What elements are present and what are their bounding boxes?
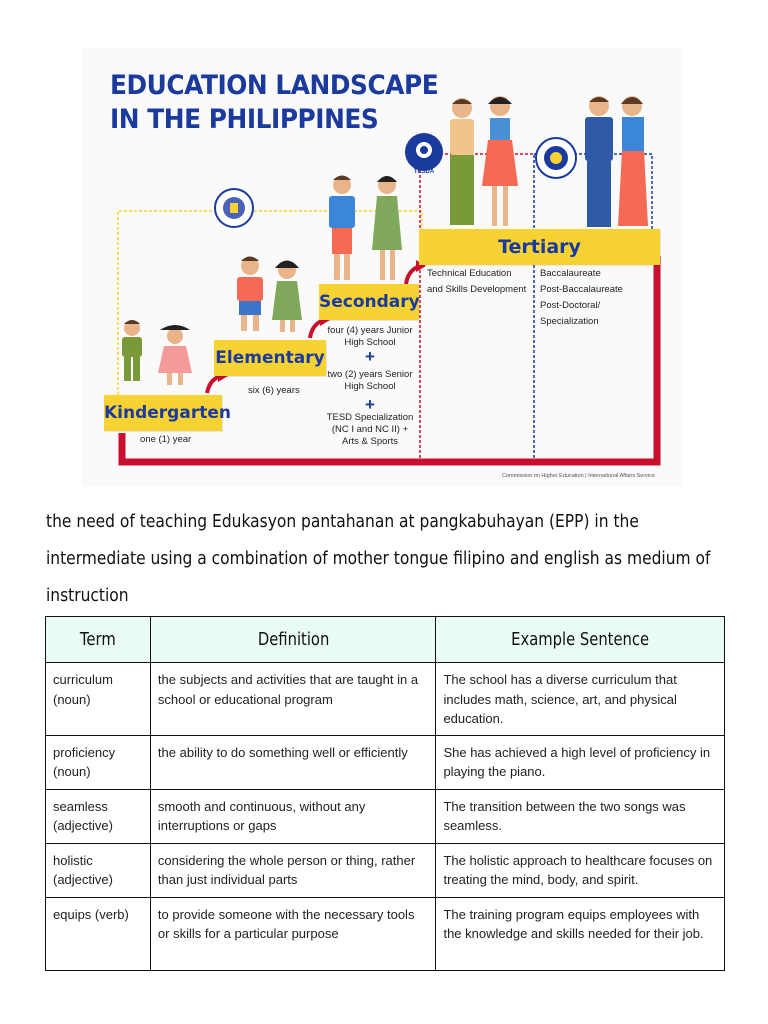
degree-item: Post-Baccalaureate <box>540 284 623 295</box>
definition-cell: considering the whole person or thing, r… <box>149 842 437 898</box>
ched-credit: Commission on Higher Education | Interna… <box>502 473 655 479</box>
kindergarten-children-illustration <box>122 320 192 385</box>
term-cell: equips (verb) <box>45 896 151 971</box>
progression-path <box>118 256 661 466</box>
technical-education-note: Technical Education and Skills Developme… <box>427 268 527 295</box>
example-cell: She has achieved a high level of profici… <box>435 734 725 790</box>
degree-item: Specialization <box>540 316 599 327</box>
senior-high-note: two (2) years Senior High School <box>327 369 413 392</box>
definition-cell: to provide someone with the necessary to… <box>149 896 437 971</box>
tesda-logo-icon <box>405 133 443 171</box>
plus-icon: + <box>365 395 375 414</box>
table-header-row: Term Definition Example Sentence <box>45 616 725 663</box>
infographic-graphics <box>117 96 661 466</box>
secondary-students-illustration <box>329 175 402 280</box>
table-row: curriculum (noun) the subjects and activ… <box>45 662 725 736</box>
kindergarten-duration: one (1) year <box>140 434 192 445</box>
term-cell: proficiency (noun) <box>45 734 151 790</box>
junior-high-note: four (4) years Junior High School <box>327 325 413 348</box>
tesd-specialization-note: TESD Specialization (NC I and NC II) + A… <box>326 412 414 447</box>
header-definition: Definition <box>149 616 437 663</box>
term-cell: curriculum (noun) <box>45 662 151 736</box>
term-cell: holistic (adjective) <box>45 842 151 898</box>
tesda-label: TESDA <box>413 169 435 175</box>
deped-bracket <box>117 210 423 395</box>
elementary-children-illustration <box>237 256 302 332</box>
example-cell: The school has a diverse curriculum that… <box>435 662 725 736</box>
university-graduates-illustration <box>585 96 648 227</box>
header-example: Example Sentence <box>435 616 725 663</box>
technical-graduates-illustration <box>450 96 518 226</box>
term-cell: seamless (adjective) <box>45 788 151 844</box>
stage-elementary-label: Elementary <box>214 340 326 376</box>
degree-item: Post-Doctoral/ <box>540 300 601 311</box>
example-cell: The transition between the two songs was… <box>435 788 725 844</box>
table-row: seamless (adjective) smooth and continuo… <box>45 788 725 844</box>
stage-secondary-label: Secondary <box>319 284 420 320</box>
ched-seal-icon <box>535 137 577 179</box>
definition-cell: the subjects and activities that are tau… <box>149 662 437 736</box>
stage-tertiary-label: Tertiary <box>419 229 660 265</box>
infographic-title-line1: EDUCATION LANDSCAPE <box>110 70 439 101</box>
table-row: holistic (adjective) considering the who… <box>45 842 725 898</box>
document-heading: the need of teaching Edukasyon pantahana… <box>46 511 711 606</box>
education-landscape-infographic: EDUCATION LANDSCAPE IN THE PHILIPPINES T… <box>82 48 682 486</box>
definition-cell: smooth and continuous, without any inter… <box>149 788 437 844</box>
definition-cell: the ability to do something well or effi… <box>149 734 437 790</box>
example-cell: The training program equips employees wi… <box>435 896 725 971</box>
example-cell: The holistic approach to healthcare focu… <box>435 842 725 898</box>
table-row: proficiency (noun) the ability to do som… <box>45 734 725 790</box>
degree-list: Baccalaureate Post-Baccalaureate Post-Do… <box>540 266 623 330</box>
stage-kindergarten-label: Kindergarten <box>104 395 231 431</box>
deped-seal-icon <box>214 188 254 228</box>
degree-item: Baccalaureate <box>540 268 601 279</box>
plus-icon: + <box>365 347 375 366</box>
vocabulary-table: Term Definition Example Sentence curricu… <box>45 616 725 971</box>
infographic-title-line2: IN THE PHILIPPINES <box>110 104 379 135</box>
elementary-duration: six (6) years <box>248 385 300 396</box>
table-row: equips (verb) to provide someone with th… <box>45 896 725 971</box>
header-term: Term <box>45 616 151 663</box>
